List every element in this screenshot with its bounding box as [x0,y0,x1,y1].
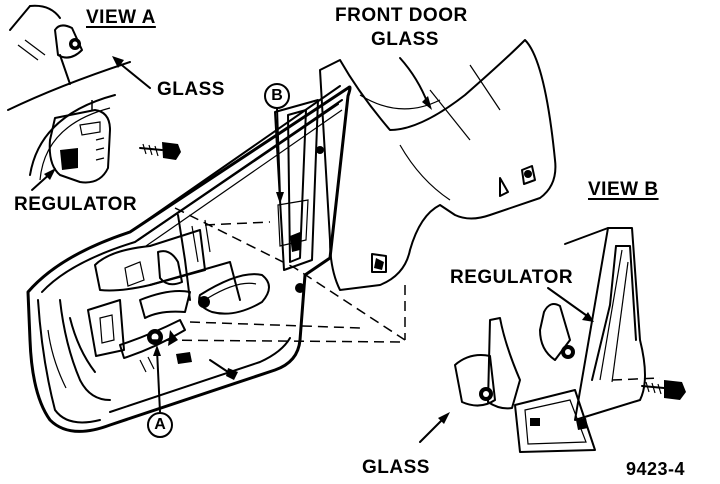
view-b-title: VIEW B [588,179,659,200]
regulator-label-right: REGULATOR [450,267,574,288]
front-door-glass-label-line1: FRONT DOOR [335,5,468,26]
callout-b: B [264,83,290,109]
view-a-title: VIEW A [86,7,156,28]
view-a-inset [7,4,181,191]
door-inner-panel [26,85,406,433]
callout-a: A [147,412,173,438]
figure-number: 9423-4 [626,459,686,479]
regulator-label-left: REGULATOR [14,194,138,215]
front-door-glass [319,39,557,291]
callout-a-leader [156,349,161,413]
glass-label-top: GLASS [157,79,225,100]
view-b-inset [419,227,686,453]
glass-label-bottom: GLASS [362,457,430,478]
callout-b-leader [276,107,281,197]
front-door-glass-label-line2: GLASS [371,29,439,50]
